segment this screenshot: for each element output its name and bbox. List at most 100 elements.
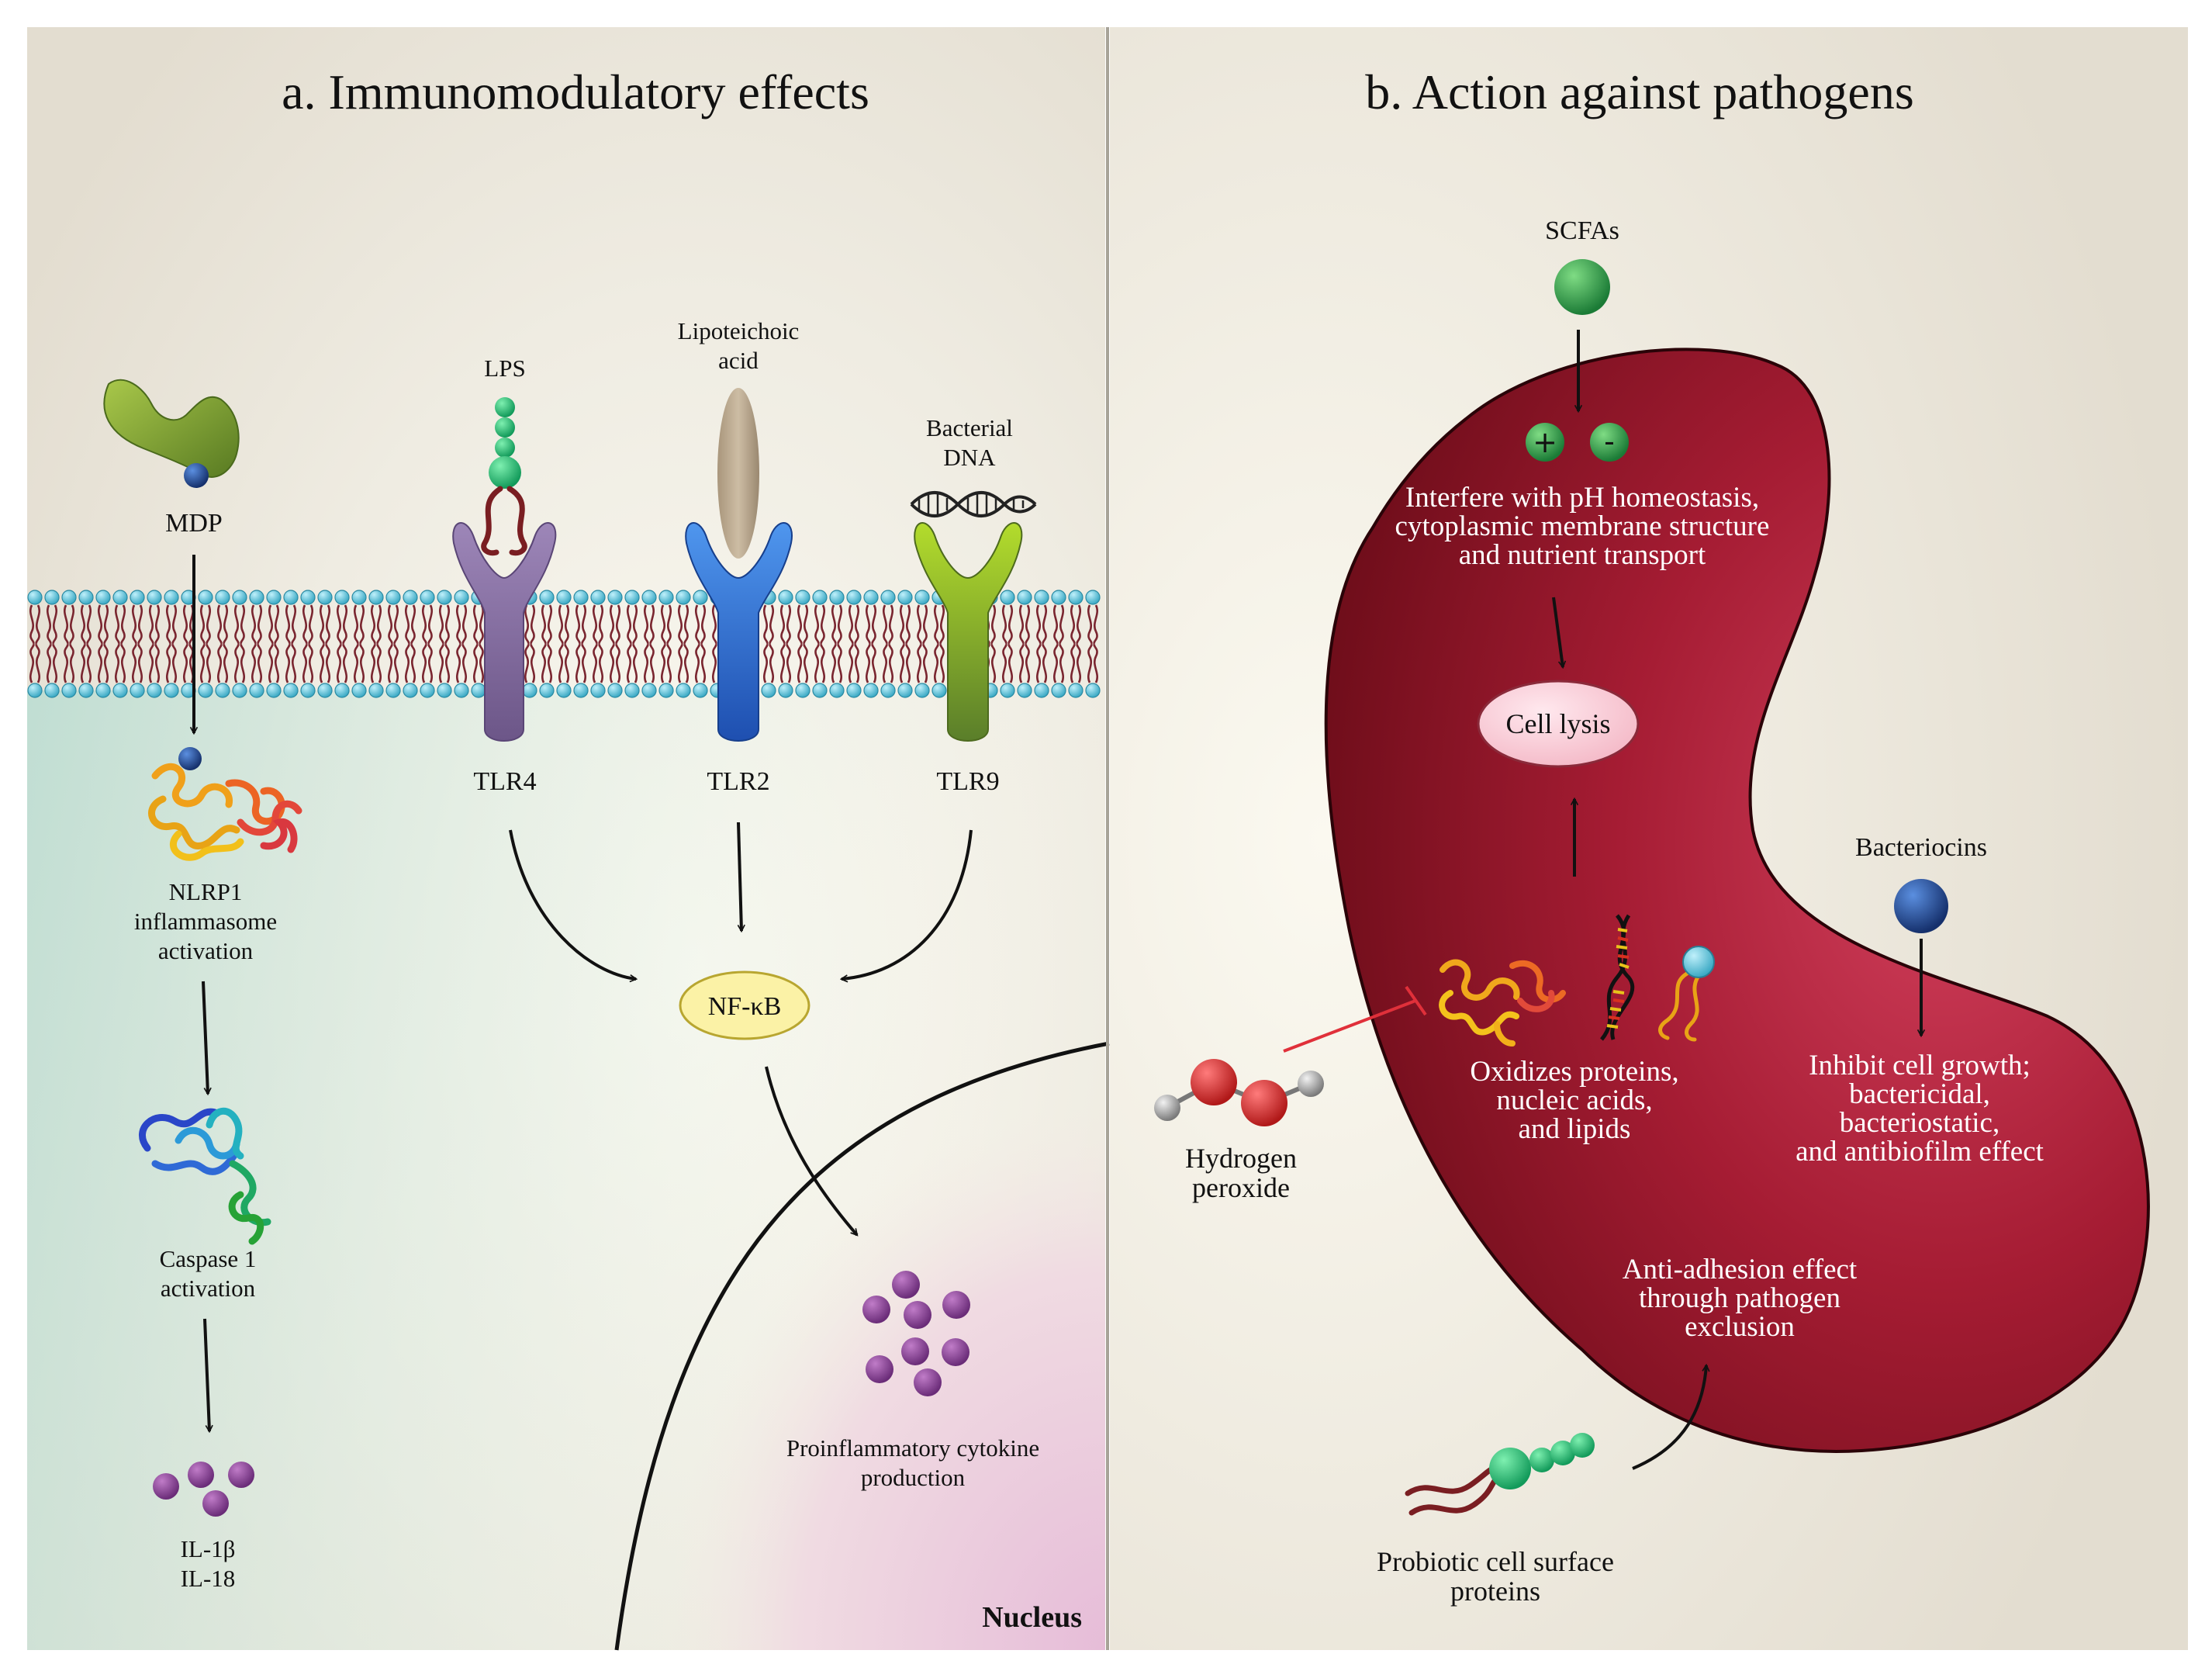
inhibit-label-line4: and antibiofilm effect bbox=[1796, 1136, 2044, 1168]
inflammasome-pathway-arrows bbox=[194, 555, 209, 1431]
membrane-lipid-head bbox=[27, 683, 43, 698]
membrane-lipid-head bbox=[147, 683, 162, 698]
membrane-lipid-head bbox=[1068, 683, 1084, 698]
oxidizes-label-line1: Oxidizes proteins, bbox=[1470, 1056, 1678, 1088]
membrane-lipid-head bbox=[437, 683, 452, 698]
cytokine-label-line2: production bbox=[861, 1464, 966, 1491]
membrane-lipid-head bbox=[1000, 590, 1015, 605]
membrane-lipid-head bbox=[607, 683, 623, 698]
membrane-lipid-head bbox=[829, 590, 845, 605]
tlr2-label: TLR2 bbox=[707, 767, 769, 796]
lps-ligand-icon bbox=[481, 397, 527, 556]
membrane-lipid-head bbox=[385, 683, 401, 698]
membrane-lipid-head bbox=[368, 683, 384, 698]
membrane-lipid-head bbox=[454, 683, 469, 698]
membrane-lipid-head bbox=[164, 683, 179, 698]
probiotic-surface-protein-icon bbox=[1405, 1433, 1595, 1516]
membrane-lipid-head bbox=[1000, 683, 1015, 698]
membrane-lipid-head bbox=[914, 683, 930, 698]
interfere-label-line2: cytoplasmic membrane structure bbox=[1395, 510, 1770, 542]
inhibit-label-line3: bacteriostatic, bbox=[1840, 1107, 1999, 1139]
membrane-lipid-head bbox=[880, 683, 896, 698]
membrane-lipid-head bbox=[795, 590, 810, 605]
oxidized-protein-icon bbox=[1439, 959, 1566, 1047]
minus-charge: - bbox=[1604, 424, 1615, 458]
membrane-lipid-head bbox=[368, 590, 384, 605]
antiadhesion-label-line3: exclusion bbox=[1685, 1311, 1795, 1343]
membrane-lipid-head bbox=[590, 590, 606, 605]
nfkb-node: NF-κB bbox=[679, 970, 810, 1040]
membrane-lipid-head bbox=[761, 683, 776, 698]
inhibition-line bbox=[1283, 985, 1427, 1053]
membrane-lipid-head bbox=[266, 590, 282, 605]
mdp-molecule-icon bbox=[103, 379, 240, 488]
membrane-lipid-head bbox=[897, 590, 913, 605]
membrane-lipid-head bbox=[420, 590, 435, 605]
membrane-lipid-head bbox=[420, 683, 435, 698]
probiotic-label-line1: Probiotic cell surface bbox=[1377, 1546, 1614, 1577]
membrane-lipid-head bbox=[778, 683, 793, 698]
tlr4-label: TLR4 bbox=[473, 767, 536, 796]
membrane-lipid-head bbox=[403, 683, 418, 698]
interleukin-molecules-icon bbox=[153, 1462, 254, 1517]
membrane-lipid-head bbox=[693, 590, 708, 605]
cell-lysis-node: Cell lysis bbox=[1477, 680, 1640, 768]
hydrogen-label-line2: peroxide bbox=[1192, 1172, 1290, 1203]
hydrogen-label-line1: Hydrogen bbox=[1185, 1143, 1297, 1174]
membrane-lipid-head bbox=[658, 683, 674, 698]
membrane-lipid-head bbox=[676, 683, 691, 698]
membrane-lipid-head bbox=[112, 590, 128, 605]
membrane-lipid-head bbox=[590, 683, 606, 698]
membrane-lipid-head bbox=[61, 683, 77, 698]
membrane-lipid-head bbox=[215, 683, 230, 698]
pathogen-bacterium-body bbox=[1324, 348, 2150, 1453]
nlrp1-label-line1: NLRP1 bbox=[169, 878, 243, 905]
membrane-lipid-head bbox=[351, 683, 367, 698]
membrane-lipid-head bbox=[863, 683, 879, 698]
membrane-lipid-head bbox=[232, 590, 247, 605]
bacteriocins-label: Bacteriocins bbox=[1855, 833, 1987, 862]
antiadhesion-label-line2: through pathogen bbox=[1639, 1282, 1840, 1314]
membrane-lipid-head bbox=[829, 683, 845, 698]
panel-b: b. Action against pathogens SCFAs + - In… bbox=[1110, 27, 2188, 1650]
membrane-lipid-head bbox=[27, 590, 43, 605]
membrane-lipid-head bbox=[795, 683, 810, 698]
cytokine-label-line1: Proinflammatory cytokine bbox=[786, 1434, 1039, 1462]
tlr-signaling-arrows bbox=[509, 822, 973, 1235]
membrane-lipid-head bbox=[198, 683, 213, 698]
membrane-lipid-head bbox=[1051, 590, 1066, 605]
il18-label: IL-18 bbox=[181, 1565, 236, 1592]
membrane-lipid-head bbox=[164, 590, 179, 605]
membrane-lipid-head bbox=[897, 683, 913, 698]
membrane-lipid-head bbox=[658, 590, 674, 605]
mdp-label: MDP bbox=[165, 509, 223, 538]
membrane-lipid-head bbox=[556, 683, 572, 698]
caspase-protein-icon bbox=[139, 1108, 271, 1245]
nlrp1-protein-icon bbox=[148, 747, 302, 861]
membrane-lipid-head bbox=[1017, 590, 1032, 605]
membrane-lipid-head bbox=[44, 683, 60, 698]
membrane-lipid-head bbox=[880, 590, 896, 605]
bacteriocin-molecule-icon bbox=[1894, 879, 1948, 933]
il1b-label: IL-1β bbox=[181, 1535, 236, 1562]
membrane-lipid-head bbox=[44, 590, 60, 605]
nucleus-membrane bbox=[614, 1041, 1110, 1651]
panel-a-title: a. Immunomodulatory effects bbox=[282, 64, 869, 119]
membrane-lipid-head bbox=[931, 683, 947, 698]
lipoteichoic-label-line2: acid bbox=[718, 347, 759, 374]
tlr2-receptor-icon bbox=[685, 522, 793, 742]
oxidized-lipid-icon bbox=[1658, 946, 1715, 1042]
membrane-lipid-head bbox=[641, 683, 657, 698]
scfas-label: SCFAs bbox=[1545, 216, 1619, 245]
membrane-lipid-head bbox=[693, 683, 708, 698]
membrane-lipid-head bbox=[1034, 683, 1049, 698]
lipoteichoic-acid-icon bbox=[717, 388, 759, 559]
membrane-lipid-head bbox=[1068, 590, 1084, 605]
membrane-lipid-head bbox=[812, 683, 828, 698]
cell-lysis-label: Cell lysis bbox=[1505, 708, 1610, 739]
membrane-lipid-head bbox=[300, 683, 316, 698]
membrane-lipid-head bbox=[641, 590, 657, 605]
tlr4-receptor-icon bbox=[452, 522, 557, 742]
hydrogen-peroxide-molecule-icon bbox=[1154, 1059, 1324, 1126]
